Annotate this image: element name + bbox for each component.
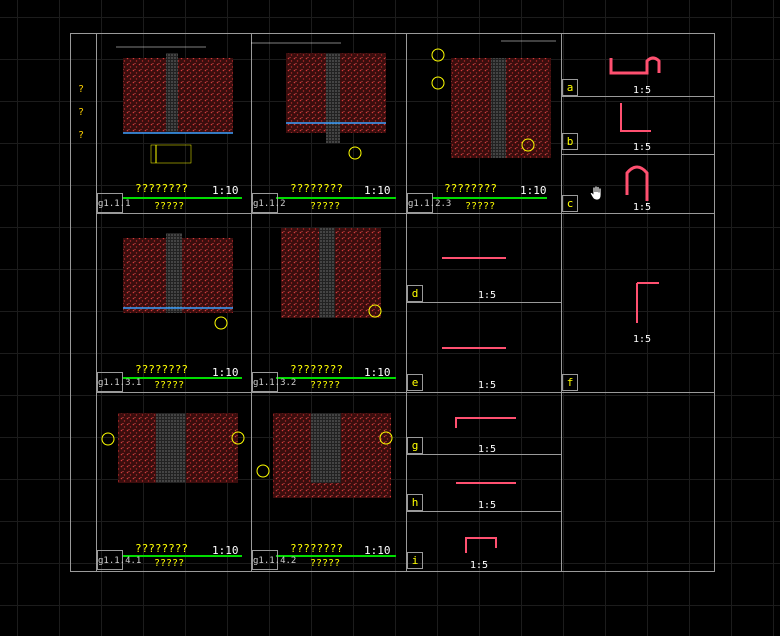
detail-title: ????????: [135, 182, 188, 195]
section-detail-6: [101, 413, 245, 483]
legend-mark: ?: [78, 130, 85, 141]
section-detail-7: [256, 413, 393, 498]
profile-scale: 1:5: [633, 85, 652, 96]
pan-hand-icon: [589, 185, 602, 201]
frame-divider: [561, 393, 562, 572]
detail-title: ????????: [290, 182, 343, 195]
frame-divider: [561, 154, 715, 155]
detail-code[interactable]: g1.1.3.2: [252, 372, 296, 392]
section-detail-4: [123, 233, 233, 330]
profile-scale: 1:5: [470, 560, 489, 571]
small-profile-drawings-art: [442, 257, 516, 553]
detail-drawings-art: [101, 42, 393, 498]
detail-scale: 1:10: [212, 366, 239, 379]
frame-divider: [96, 213, 406, 214]
title-underline: [122, 555, 242, 557]
detail-code[interactable]: g1.1.3.1: [97, 372, 141, 392]
detail-subtitle: ?????: [310, 558, 341, 569]
detail-title: ????????: [135, 363, 188, 376]
detail-subtitle: ?????: [154, 558, 185, 569]
profile-label-a[interactable]: a: [562, 79, 578, 96]
detail-title: ????????: [290, 363, 343, 376]
section-detail-5: [281, 228, 382, 318]
profile-scale: 1:5: [478, 500, 497, 511]
legend-mark: ?: [78, 84, 85, 95]
profile-scale: 1:5: [633, 334, 652, 345]
frame-divider: [96, 33, 97, 572]
frame-divider: [406, 454, 561, 455]
section-detail-1: [116, 46, 233, 164]
title-underline: [122, 197, 242, 199]
detail-title: ????????: [444, 182, 497, 195]
title-underline: [432, 197, 547, 199]
detail-subtitle: ?????: [154, 380, 185, 391]
legend-mark: ?: [78, 107, 85, 118]
profile-label-d[interactable]: d: [407, 285, 423, 302]
frame-divider: [406, 302, 561, 303]
detail-title: ????????: [290, 542, 343, 555]
profile-label-e[interactable]: e: [407, 374, 423, 391]
frame-divider: [96, 392, 715, 393]
profile-scale: 1:5: [633, 142, 652, 153]
profile-label-i[interactable]: i: [407, 552, 423, 569]
title-underline: [276, 197, 396, 199]
frame-divider: [406, 511, 561, 512]
drawing-sheet-frame[interactable]: [70, 33, 715, 572]
detail-subtitle: ?????: [465, 201, 496, 212]
detail-scale: 1:10: [520, 184, 547, 197]
detail-title: ????????: [135, 542, 188, 555]
profile-label-b[interactable]: b: [562, 133, 578, 150]
frame-divider: [406, 213, 715, 214]
detail-subtitle: ?????: [310, 380, 341, 391]
detail-code[interactable]: g1.1.2.3: [407, 193, 451, 213]
frame-divider: [251, 33, 252, 572]
profile-scale: 1:5: [633, 202, 652, 213]
detail-code[interactable]: g1.1.1: [97, 193, 131, 213]
detail-scale: 1:10: [364, 184, 391, 197]
detail-scale: 1:10: [364, 366, 391, 379]
title-underline: [276, 555, 396, 557]
profile-scale: 1:5: [478, 380, 497, 391]
title-underline: [276, 377, 396, 379]
detail-scale: 1:10: [212, 544, 239, 557]
frame-divider: [561, 96, 715, 97]
profile-label-f[interactable]: f: [562, 374, 578, 391]
detail-drawing-3-art: [431, 40, 556, 158]
detail-scale: 1:10: [212, 184, 239, 197]
title-underline: [122, 377, 242, 379]
detail-subtitle: ?????: [310, 201, 341, 212]
profile-scale: 1:5: [478, 290, 497, 301]
detail-code[interactable]: g1.1.2: [252, 193, 286, 213]
section-detail-2: [251, 42, 386, 160]
profile-drawings-art: [609, 56, 661, 323]
detail-subtitle: ?????: [154, 201, 185, 212]
profile-label-c[interactable]: c: [562, 195, 578, 212]
detail-code[interactable]: g1.1.4.1: [97, 550, 141, 570]
profile-label-h[interactable]: h: [407, 494, 423, 511]
profile-scale: 1:5: [478, 444, 497, 455]
profile-label-g[interactable]: g: [407, 437, 423, 454]
detail-code[interactable]: g1.1.4.2: [252, 550, 296, 570]
detail-scale: 1:10: [364, 544, 391, 557]
